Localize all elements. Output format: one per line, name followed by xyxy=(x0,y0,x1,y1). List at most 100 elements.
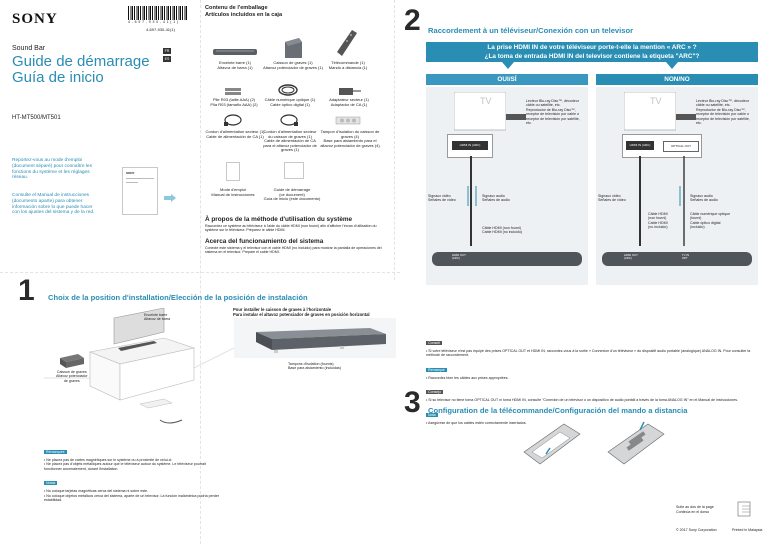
manual-thumbnail: SONY xyxy=(122,167,158,215)
model-number: HT-MT500/MT501 xyxy=(12,115,61,121)
conseil-tag: Conseil xyxy=(426,341,442,345)
package-title-fr: Contenu de l'emballage xyxy=(205,5,268,11)
side-note-no: Lecteur Blu-ray Disc™, décodeur câble ou… xyxy=(696,99,750,126)
power-cord-illustration xyxy=(224,114,242,126)
sub-power-cord-illustration xyxy=(280,114,298,126)
fold-guide-2 xyxy=(394,0,395,280)
arrow-right-icon xyxy=(164,194,176,202)
about-text-es: Conecte este sistema y el televisor con … xyxy=(205,246,382,255)
fold-guide-h xyxy=(0,272,400,273)
remarque-line: • Ne placez pas de cartes magnétiques su… xyxy=(44,458,173,462)
remarque-tag: Remarque xyxy=(426,367,447,372)
conseil-text: • Si votre téléviseur n'est pas équipé d… xyxy=(426,349,751,358)
item-ac-adapter: Adaptateur secteur (1) Adaptador de CA (… xyxy=(329,97,369,107)
question-fr: La prise HDMI IN de votre téléviseur por… xyxy=(487,44,697,51)
tv-label-no: TV xyxy=(650,96,662,106)
audio-signal-no: Signaux audio Señales de audio xyxy=(690,194,718,203)
bar-port-opt-no: TV IN OPT xyxy=(682,253,690,260)
item-optical-cable: Câble numérique optique (1) Cable óptico… xyxy=(264,97,316,107)
printed-in: Printed in Malaysia xyxy=(732,528,763,532)
step1-title: Choix de la position d'installation/Elec… xyxy=(48,293,308,302)
step2-number: 2 xyxy=(404,4,421,37)
label-isolation-pads: Tampons d'isolation (fournis) Base para … xyxy=(288,362,341,371)
optical-cable-label-no: Câble numérique optique (fourni) Cable ó… xyxy=(690,212,731,230)
question-es: ¿La toma de entrada HDMI IN del televiso… xyxy=(484,53,700,60)
optical-cable-illustration xyxy=(278,84,298,96)
lang-es-badge: ES xyxy=(163,56,171,62)
room-installation-illustration xyxy=(44,308,234,424)
soundbar-rear-no xyxy=(602,252,752,266)
copyright: © 2017 Sony Corporation xyxy=(676,528,717,532)
label-subwoofer: Caisson de graves Altavoz potenciador de… xyxy=(56,370,88,383)
item-subwoofer: Caisson de graves (1) Altavoz potenciado… xyxy=(263,60,323,70)
side-note-yes: Lecteur Blu-ray Disc™, décodeur câble ou… xyxy=(526,99,580,126)
subwoofer-pads-illustration xyxy=(256,328,386,353)
startup-guide-illustration xyxy=(284,162,304,179)
item-power-cord: Cordon d'alimentation secteur (1) Cable … xyxy=(205,129,265,139)
barcode xyxy=(128,6,188,20)
batteries-illustration xyxy=(225,88,241,95)
left-note-fr: Reportez-vous au mode d'emploi (document… xyxy=(12,158,92,181)
product-type: Sound Bar xyxy=(12,45,46,52)
lang-fr-badge: FR xyxy=(163,48,171,54)
item-manual: Mode d'emploi Manual de instrucciones xyxy=(211,187,255,197)
yes-label: OUI/SÍ xyxy=(426,74,588,85)
tv-illustration xyxy=(454,92,506,131)
arrow-down-icon xyxy=(666,62,678,69)
audio-signal-yes: Signaux audio Señales de audio xyxy=(482,194,510,203)
barcode-text: 4 - 6 9 7 - 9 3 0 - 4 1 ( 1 ) xyxy=(128,20,179,24)
about-text-fr: Raccordez ce système au téléviseur à l'a… xyxy=(205,224,377,233)
player-illustration xyxy=(506,114,526,120)
optical-out-port: OPTICAL OUT xyxy=(663,141,699,152)
label-soundbar: Enceinte barre Altavoz de barra xyxy=(144,313,171,322)
continue-es: Continúa en el dorso xyxy=(676,510,710,514)
hdmi-arc-port: HDMI IN (ARC) xyxy=(452,141,488,150)
item-remote: Télécommande (1) Mando a distancia (1) xyxy=(328,60,368,70)
step1-notes: Remarques • Ne placez pas de cartes magn… xyxy=(44,440,220,502)
nota-line: • No coloque tarjetas magnéticas cerca d… xyxy=(44,489,149,494)
remarques-tag: Remarques xyxy=(44,450,67,454)
consejo-tag: Consejo xyxy=(426,390,444,395)
item-batteries: Pile R03 (taille AAA) (2) Pila R03 (tama… xyxy=(210,97,258,107)
remote-illustration xyxy=(337,30,357,56)
about-title-fr: À propos de la méthode d'utilisation du … xyxy=(205,216,353,223)
hdmi-cable-yes xyxy=(467,156,477,246)
tv-label-yes: TV xyxy=(480,96,492,106)
video-signal-yes: Signaux vidéo Señales de vídeo xyxy=(428,194,456,203)
hdmi-cable-label-no: Câble HDMI (non fourni) Cable HDMI (no i… xyxy=(648,212,668,230)
step1-subtitle1: Pour installer le caisson de graves à l'… xyxy=(233,307,332,312)
page-turn-icon xyxy=(737,501,751,517)
battery-insert-illustration xyxy=(607,421,665,465)
item-soundbar: Enceinte barre (1) Altavoz de barra (1) xyxy=(217,60,253,70)
step2-notes: Conseil • Si votre téléviseur n'est pas … xyxy=(426,331,758,425)
remarque-line: • Ne placez pas d'objets métalliques aut… xyxy=(44,462,206,471)
nota-line: • No coloque objetos metálicos cerca del… xyxy=(44,493,220,503)
step2-title: Raccordement à un téléviseur/Conexión co… xyxy=(428,26,634,35)
tv-ports-zoom-no: HDMI IN (ARC) OPTICAL OUT xyxy=(622,134,702,158)
manual-thumb-brand: SONY xyxy=(126,171,135,175)
step1-number: 1 xyxy=(18,274,35,307)
nota-text: • Asegúrese de que los cables estén corr… xyxy=(426,420,527,425)
title-fr: Guide de démarrage xyxy=(12,53,150,70)
item-sub-power-cord: Cordon d'alimentation secteur du caisson… xyxy=(263,129,317,153)
soundbar-rear-yes xyxy=(432,252,582,266)
step3-number: 3 xyxy=(404,386,421,419)
left-note-es: Consulte el Manual de instrucciones (doc… xyxy=(12,193,95,216)
item-isolation-pads: Tampon d'isolation du caisson de graves … xyxy=(320,129,380,148)
step3-title: Configuration de la télécommande/Configu… xyxy=(428,406,688,415)
remarque-text: • Raccordez bien les câbles aux prises a… xyxy=(426,375,509,380)
package-title-es: Artículos incluidos en la caja xyxy=(205,12,283,18)
tv-illustration xyxy=(624,92,676,131)
step1-subtitle2: Para instalar el altavoz potenciador de … xyxy=(233,312,370,317)
arc-question-bar: La prise HDMI IN de votre téléviseur por… xyxy=(426,42,758,62)
subwoofer-illustration xyxy=(285,38,302,58)
nota-tag: Nota xyxy=(426,412,438,417)
item-startup-guide: Guide de démarrage (ce document) Guía de… xyxy=(263,187,321,202)
soundbar-illustration xyxy=(213,49,257,55)
manual-booklet-illustration xyxy=(226,162,240,181)
cables-no xyxy=(639,156,685,246)
title-es: Guía de inicio xyxy=(12,69,104,86)
remote-open-illustration xyxy=(523,423,581,465)
hdmi-port-no: HDMI IN (ARC) xyxy=(626,141,654,150)
no-label: NON/NO xyxy=(596,74,758,85)
